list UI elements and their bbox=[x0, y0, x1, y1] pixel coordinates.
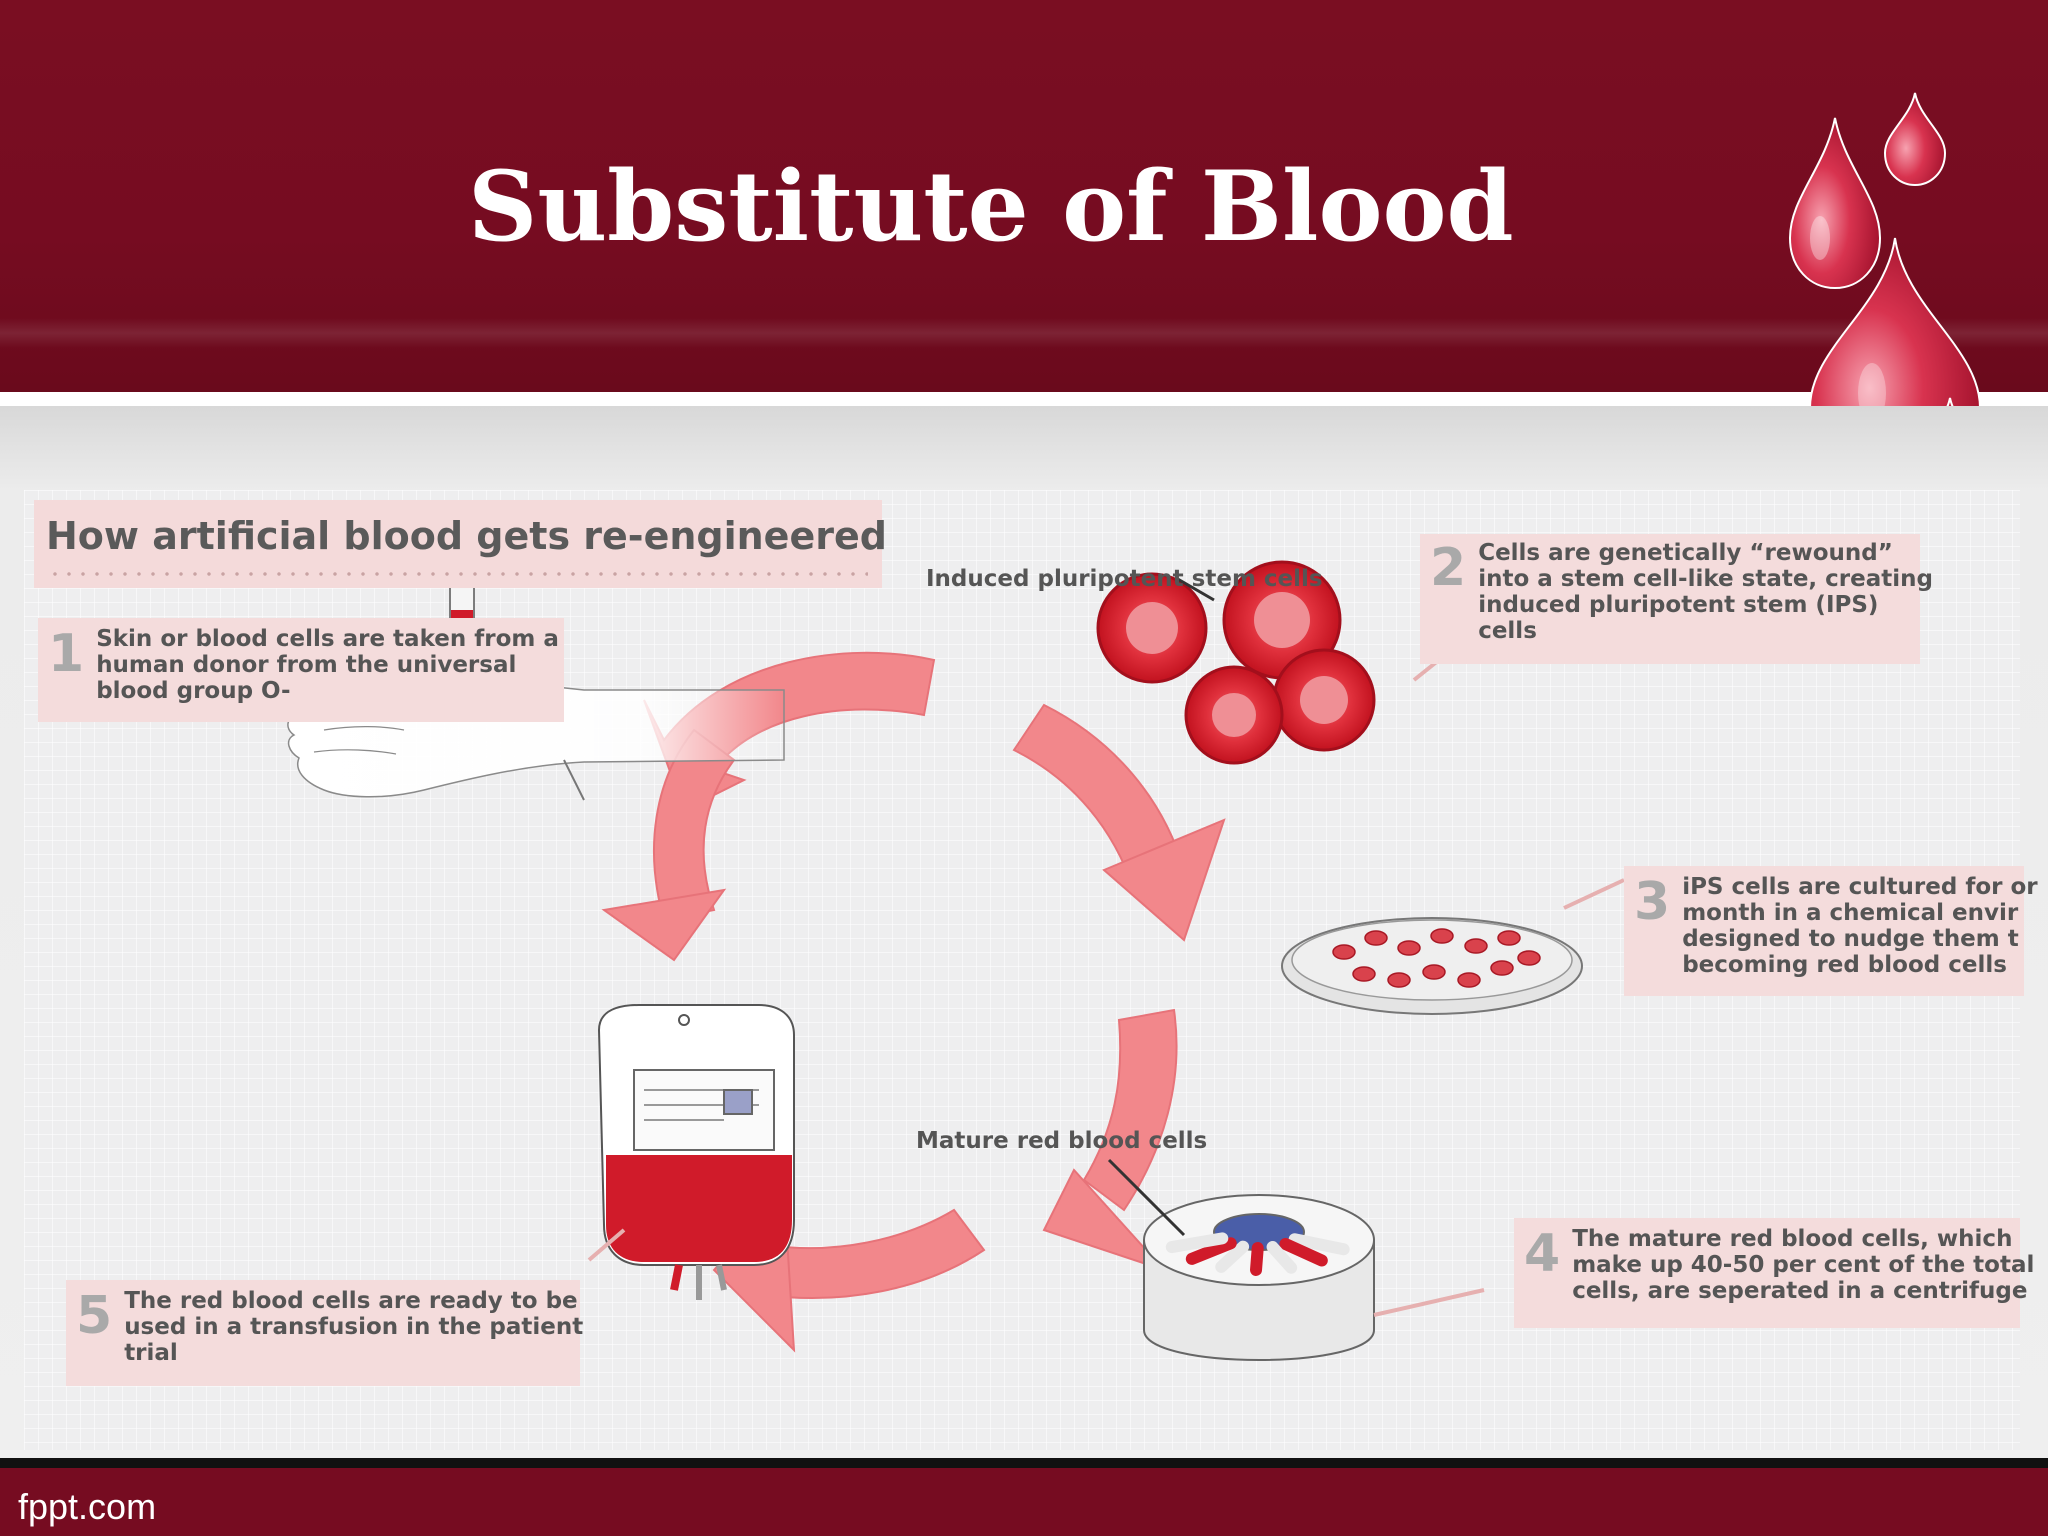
stem-cells-label: Induced pluripotent stem cells bbox=[926, 566, 1323, 592]
step-number: 2 bbox=[1430, 538, 1467, 598]
centrifuge-tubes bbox=[1165, 1232, 1350, 1276]
step-text-line: month in a chemical envir bbox=[1682, 900, 2019, 926]
step-number: 5 bbox=[76, 1286, 113, 1346]
cultured-cell bbox=[1397, 940, 1421, 956]
title-bar-divider bbox=[0, 392, 2048, 406]
centrifuge-tube bbox=[1266, 1241, 1298, 1274]
arrow-head-right-lower bbox=[1042, 1168, 1168, 1273]
step-text-line: make up 40-50 per cent of the total bbox=[1572, 1252, 2035, 1278]
step-text-line: trial bbox=[124, 1340, 178, 1366]
cultured-cell bbox=[1387, 972, 1411, 988]
cultured-cell bbox=[1430, 928, 1454, 944]
centrifuge-tube bbox=[1250, 1241, 1264, 1276]
step-1: 1 Skin or blood cells are taken from a h… bbox=[38, 618, 564, 722]
centrifuge-tube bbox=[1279, 1238, 1328, 1267]
step-text-line: cells bbox=[1478, 618, 1537, 644]
step-5: 5 The red blood cells are ready to be us… bbox=[66, 1280, 584, 1386]
title-bar-highlight bbox=[0, 318, 2048, 348]
step-4: 4 The mature red blood cells, which make… bbox=[1514, 1218, 2034, 1328]
step-text-line: human donor from the universal bbox=[96, 652, 517, 678]
step-2: 2 Cells are genetically “rewound” into a… bbox=[1420, 534, 1933, 664]
step-number: 3 bbox=[1634, 872, 1671, 932]
step-3: 3 iPS cells are cultured for or month in… bbox=[1624, 866, 2038, 996]
cultured-cell bbox=[1422, 964, 1446, 980]
step-text-line: Skin or blood cells are taken from a bbox=[96, 626, 559, 652]
centrifuge-tube bbox=[1215, 1240, 1250, 1273]
mature-cells-label: Mature red blood cells bbox=[916, 1128, 1208, 1154]
arrow-segment-bottom bbox=[762, 1208, 986, 1299]
cultured-cell bbox=[1364, 930, 1388, 946]
step-text-line: The red blood cells are ready to be bbox=[124, 1288, 578, 1314]
step-number: 4 bbox=[1524, 1224, 1561, 1284]
cultured-cells bbox=[1332, 928, 1541, 988]
slide-title: Substitute of Blood bbox=[468, 150, 1514, 263]
step-text-line: cells, are seperated in a centrifuge bbox=[1572, 1278, 2028, 1304]
centrifuge-tube bbox=[1288, 1233, 1350, 1256]
infographic-heading: How artificial blood gets re-engineered bbox=[34, 500, 887, 588]
centrifuge-tube bbox=[1185, 1237, 1237, 1265]
cultured-cell bbox=[1464, 938, 1488, 954]
cultured-cell bbox=[1517, 950, 1541, 966]
stem-cells-icon bbox=[1096, 560, 1376, 765]
step-text-line: into a stem cell-like state, creating bbox=[1478, 566, 1933, 592]
step-text-line: induced pluripotent stem (IPS) bbox=[1478, 592, 1879, 618]
footer-divider bbox=[0, 1458, 2048, 1468]
cultured-cell bbox=[1497, 930, 1521, 946]
step-number: 1 bbox=[48, 624, 85, 684]
step-text-line: blood group O- bbox=[96, 678, 291, 704]
cultured-cell bbox=[1352, 966, 1376, 982]
footer-bar: fppt.com bbox=[0, 1458, 2048, 1536]
footer-brand: fppt.com bbox=[18, 1486, 157, 1527]
blood-bag-icon bbox=[597, 1004, 795, 1300]
step-text-line: The mature red blood cells, which bbox=[1572, 1226, 2013, 1252]
infographic: How artificial blood gets re-engineered … bbox=[24, 490, 2038, 1450]
arrow-head-right-upper bbox=[1102, 818, 1226, 942]
centrifuge-icon bbox=[1143, 1194, 1375, 1361]
title-bar: Substitute of Blood bbox=[0, 0, 2048, 392]
arrow-head-left bbox=[601, 888, 727, 962]
step-text-line: used in a transfusion in the patient bbox=[124, 1314, 584, 1340]
drop-medium-icon bbox=[1788, 117, 1882, 290]
arrow-segment-right-lower bbox=[1082, 1008, 1178, 1212]
step-text-line: designed to nudge them t bbox=[1682, 926, 2019, 952]
cultured-cell bbox=[1457, 972, 1481, 988]
cycle-arrows bbox=[601, 651, 1226, 1353]
step-text-line: Cells are genetically “rewound” bbox=[1478, 540, 1893, 566]
cultured-cell bbox=[1490, 960, 1514, 976]
cycle-artwork bbox=[287, 511, 1625, 1361]
centrifuge-tube bbox=[1165, 1232, 1229, 1254]
cultured-cell bbox=[1332, 944, 1356, 960]
step-text-line: becoming red blood cells bbox=[1682, 952, 2007, 978]
infographic-heading-text: How artificial blood gets re-engineered bbox=[46, 514, 887, 558]
step-text-line: iPS cells are cultured for or bbox=[1682, 874, 2038, 900]
drop-small-icon bbox=[1883, 92, 1947, 187]
heading-dotted-rule bbox=[48, 572, 868, 576]
